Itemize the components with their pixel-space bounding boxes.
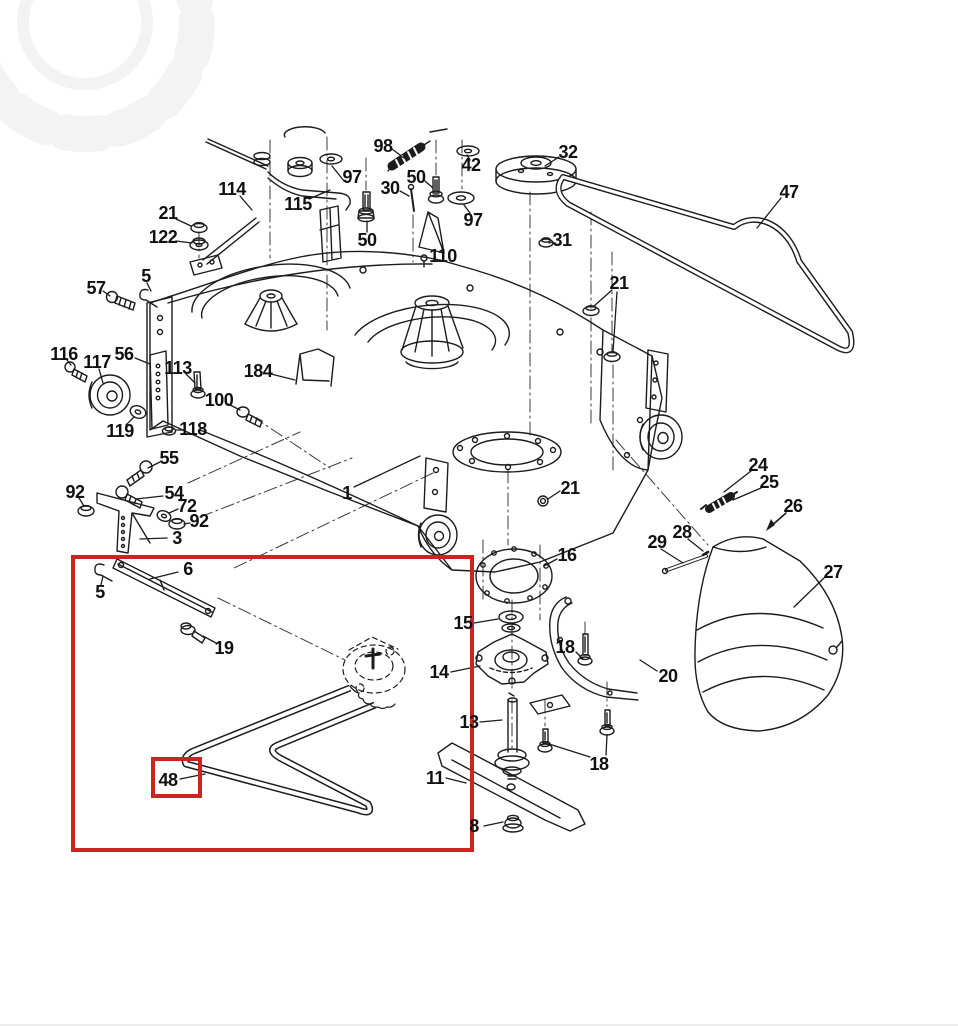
part-label-20: 20 [658, 666, 678, 686]
part-label-27: 27 [823, 562, 843, 582]
part-label-115: 115 [284, 194, 312, 214]
part-label-98: 98 [373, 136, 393, 156]
part-label-8: 8 [469, 816, 479, 836]
part-label-56: 56 [114, 344, 134, 364]
part-label-97: 97 [463, 210, 483, 230]
part-label-30: 30 [380, 178, 400, 198]
part-label-117: 117 [83, 352, 111, 372]
deck-drawing [146, 126, 683, 573]
part-label-21: 21 [609, 273, 629, 293]
part-label-18: 18 [589, 754, 609, 774]
part-label-116: 116 [50, 344, 78, 364]
part-label-72: 72 [177, 496, 197, 516]
part-label-3: 3 [172, 528, 182, 548]
part-label-122: 122 [148, 227, 178, 247]
part-label-1: 1 [342, 483, 352, 503]
part-label-25: 25 [759, 472, 779, 492]
part-label-29: 29 [647, 532, 667, 552]
clutch-drawing [342, 636, 406, 710]
part-label-48: 48 [158, 770, 178, 790]
deflector-drawing [661, 491, 844, 732]
leader-lines [66, 148, 825, 827]
part-label-54: 54 [164, 483, 184, 503]
part-label-6: 6 [183, 559, 193, 579]
part-label-50: 50 [406, 167, 426, 187]
watermark-gear-icon [0, 0, 215, 152]
selection-region-box [71, 555, 474, 852]
part-label-31: 31 [552, 230, 572, 250]
part-label-18: 18 [555, 637, 575, 657]
part-label-15: 15 [453, 613, 473, 633]
part-label-184: 184 [243, 361, 273, 381]
part-label-26: 26 [783, 496, 803, 516]
part-label-92: 92 [65, 482, 85, 502]
part-label-97: 97 [342, 167, 362, 187]
part-label-57: 57 [86, 278, 106, 298]
part-label-50: 50 [357, 230, 377, 250]
part-label-113: 113 [164, 358, 192, 378]
part-label-114: 114 [218, 179, 246, 199]
part-label-21: 21 [158, 203, 178, 223]
part-label-24: 24 [748, 455, 768, 475]
part-label-32: 32 [558, 142, 578, 162]
part-label-110: 110 [429, 246, 457, 266]
part-label-119: 119 [106, 421, 134, 441]
part-48-callout-box [151, 757, 202, 798]
part-label-28: 28 [672, 522, 692, 542]
part-label-19: 19 [214, 638, 234, 658]
spindle-blade-drawing [437, 546, 586, 833]
part-label-47: 47 [779, 182, 799, 202]
part-label-5: 5 [141, 266, 151, 286]
part-label-13: 13 [459, 712, 479, 732]
part-label-21: 21 [560, 478, 580, 498]
part-label-16: 16 [557, 545, 577, 565]
belt-48-drawing [181, 684, 377, 816]
part-label-92: 92 [189, 511, 209, 531]
part-label-100: 100 [204, 390, 234, 410]
plate-56 [149, 350, 169, 430]
bracket-20-drawing [529, 596, 639, 753]
part-label-42: 42 [461, 155, 481, 175]
top-hardware-drawing [105, 140, 621, 363]
part-label-11: 11 [425, 768, 445, 788]
part-label-14: 14 [429, 662, 449, 682]
part-label-55: 55 [159, 448, 179, 468]
belt-47-drawing [555, 174, 855, 354]
part-label-5: 5 [95, 582, 105, 602]
part-label-118: 118 [179, 419, 207, 439]
